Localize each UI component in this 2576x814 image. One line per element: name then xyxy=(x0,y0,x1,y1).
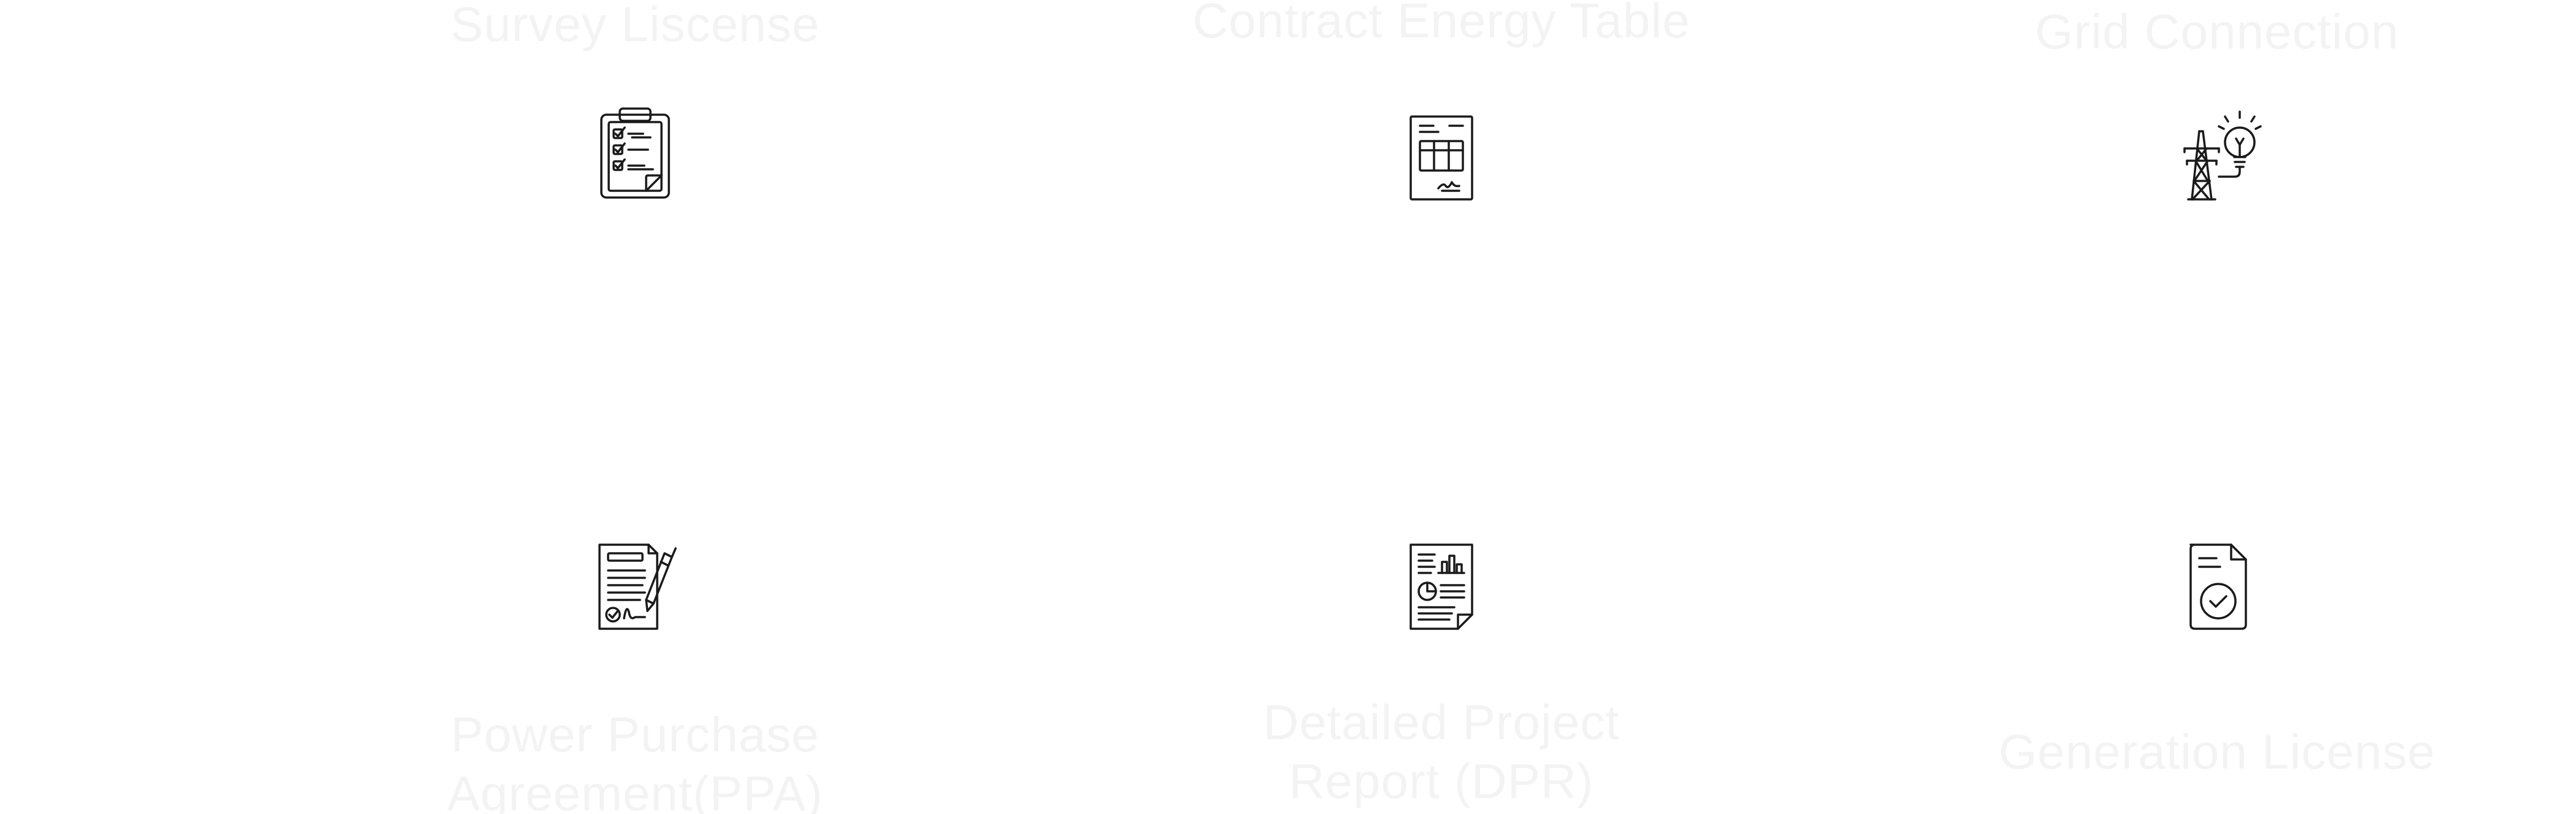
card-label: Contract Energy Table xyxy=(1192,0,1691,48)
card-label-line-1: Power Purchase xyxy=(450,707,820,762)
card-generation-license: Generation License xyxy=(1910,528,2524,814)
card-contract-energy-table: Contract Energy Table xyxy=(1135,0,1748,245)
checklist-clipboard-icon xyxy=(589,107,681,199)
card-label: Grid Connection xyxy=(2035,4,2399,59)
card-detailed-project-report: Detailed Project Report (DPR) xyxy=(1135,528,1748,814)
power-tower-lightbulb-icon xyxy=(2171,110,2263,202)
card-label-line-2: Report (DPR) xyxy=(1289,754,1594,808)
card-survey-license: Survey Liscense xyxy=(328,0,942,245)
signed-agreement-pen-icon xyxy=(586,540,678,632)
contract-table-document-icon xyxy=(1395,113,1487,205)
card-label-line-1: Detailed Project xyxy=(1263,695,1620,750)
report-chart-document-icon xyxy=(1395,540,1487,632)
card-label-line-2: Agreement(PPA) xyxy=(447,766,823,814)
card-grid-connection: Grid Connection xyxy=(1910,0,2524,245)
card-label: Generation License xyxy=(1999,724,2435,779)
approved-document-icon xyxy=(2171,540,2263,632)
card-power-purchase-agreement: Power Purchase Agreement(PPA) xyxy=(328,528,942,814)
card-label: Survey Liscense xyxy=(450,0,820,52)
